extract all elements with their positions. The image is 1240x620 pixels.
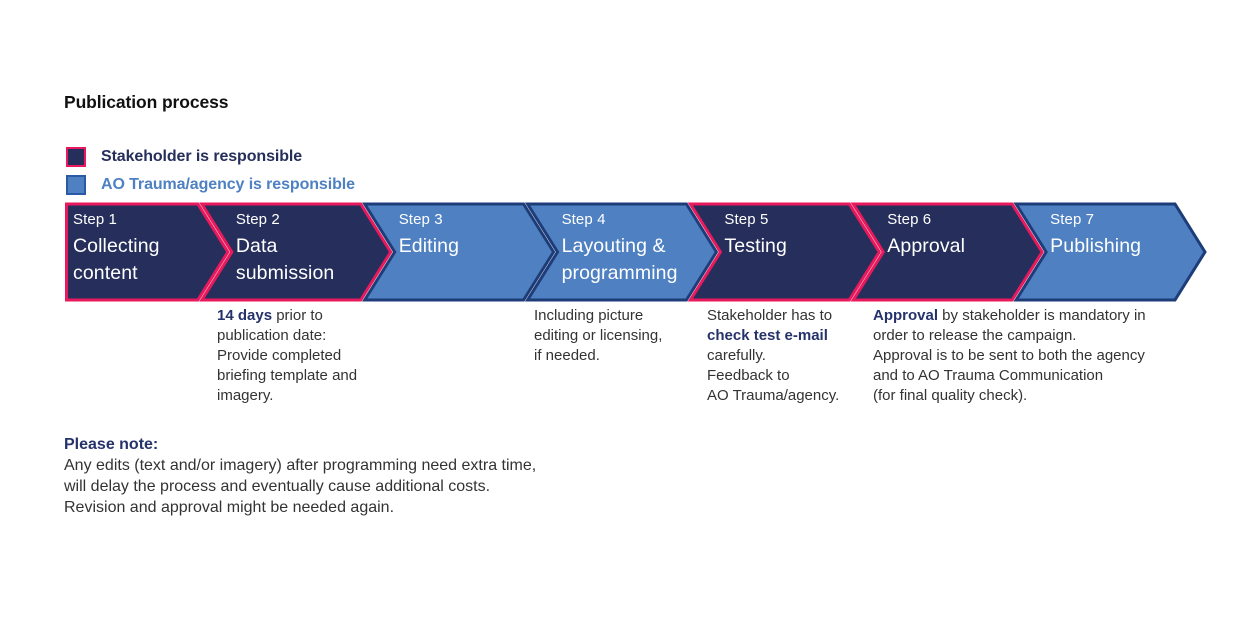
chevron-step-1 [65,202,230,302]
note-emphasis: check test e-mail [707,327,828,344]
agency-color-swatch [66,175,86,195]
chevron-step-4 [524,202,719,302]
note-emphasis: 14 days [217,307,273,324]
legend-label-agency: AO Trauma/agency is responsible [101,176,355,193]
page-title: Publication process [64,92,229,112]
note-text: carefully. Feedback to AO Trauma/agency. [707,347,840,404]
chevron-step-7 [1013,202,1207,302]
note-text: prior to publication date: Provide compl… [217,307,358,404]
legend-item-stakeholder: Stakeholder is responsible [66,147,355,167]
note-text: Including picture editing or licensing, … [534,307,663,364]
please-note-heading: Please note: [64,436,159,453]
please-note-body: Any edits (text and/or imagery) after pr… [64,457,537,516]
note-text: by stakeholder is mandatory in order to … [873,307,1146,404]
legend-label-stakeholder: Stakeholder is responsible [101,148,303,165]
note-step-2: 14 days prior to publication date: Provi… [217,306,357,406]
note-emphasis: Approval [873,307,939,324]
legend: Stakeholder is responsible AO Trauma/age… [66,147,355,203]
note-text: Stakeholder has to [707,307,833,324]
note-step-4: Including picture editing or licensing, … [534,306,662,366]
chevron-step-6 [850,202,1044,302]
legend-item-agency: AO Trauma/agency is responsible [66,175,355,195]
please-note: Please note: Any edits (text and/or imag… [64,434,536,518]
note-step-6: Approval by stakeholder is mandatory in … [873,306,1146,406]
chevron-step-2 [199,202,393,302]
note-step-5: Stakeholder has to check test e-mail car… [707,306,839,406]
chevron-step-5 [687,202,882,302]
chevron-step-3 [362,202,556,302]
process-chevrons [65,202,1207,302]
stakeholder-color-swatch [66,147,86,167]
